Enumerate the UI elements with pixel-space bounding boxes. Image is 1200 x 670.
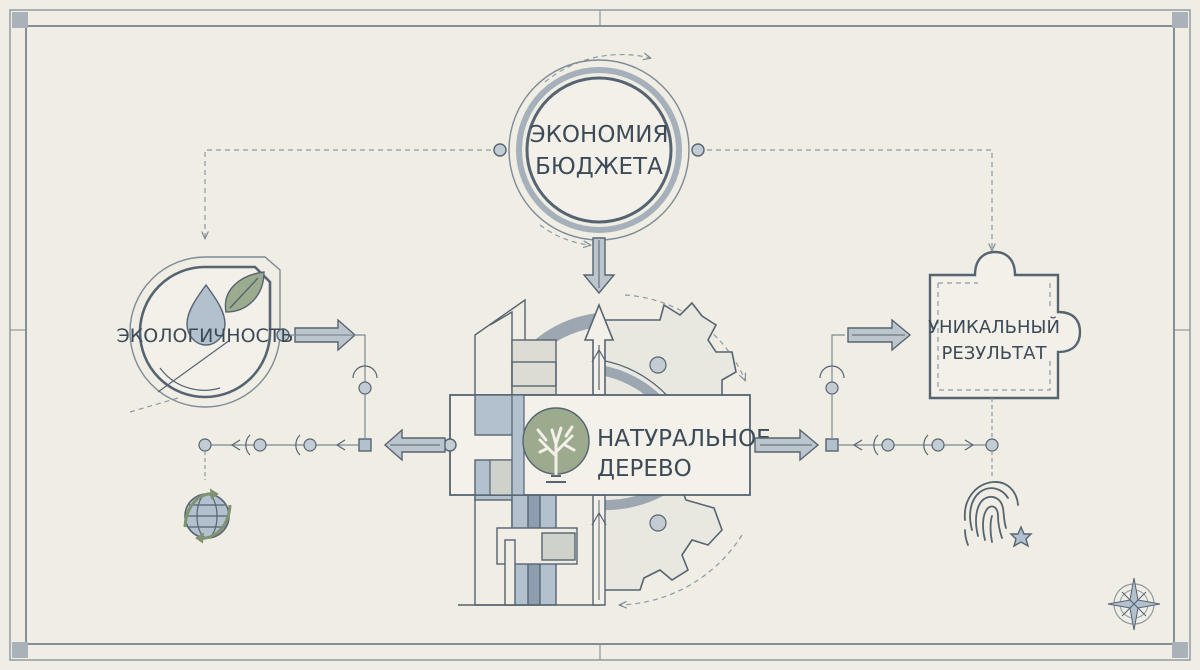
budget-label-line2: БЮДЖЕТА [535,154,663,180]
ecology-port [276,328,290,342]
tree-icon [522,407,590,484]
blueprint-frame [9,9,1191,661]
up-arrow [583,302,615,606]
puzzle-piece-icon [928,250,1082,400]
gear-bolt-top [649,356,667,374]
globe-recycle-icon [183,488,232,544]
budget-middle-ring [516,67,682,233]
compass-rose-icon [1107,577,1161,631]
unique-label-line2: РЕЗУЛЬТАТ [942,343,1048,364]
frame-corner-marks [12,12,1188,658]
wood-left-port [443,438,457,452]
gear-bolt-bottom [649,514,667,532]
center-graphic: НАТУРАЛЬНОЕ ДЕРЕВО [443,298,771,606]
budget-label-line1: ЭКОНОМИЯ [530,122,669,148]
budget-left-port [493,143,507,157]
ecology-outer-ring [129,256,281,408]
ecology-node: ЭКОЛОГИЧНОСТЬ [117,256,294,408]
budget-inner-ring [525,76,673,224]
left-connections [198,318,446,480]
water-drop-leaf-icon [157,271,265,393]
unique-label-line1: УНИКАЛЬНЫЙ [928,316,1060,338]
down-arrow [582,237,616,295]
unique-node: УНИКАЛЬНЫЙ РЕЗУЛЬТАТ [928,250,1082,400]
budget-right-port [691,143,705,157]
wood-label-line2: ДЕРЕВО [597,456,692,482]
dashed-connectors [129,55,992,605]
right-connections [754,318,999,478]
ecology-label: ЭКОЛОГИЧНОСТЬ [117,325,294,347]
budget-node: ЭКОНОМИЯ БЮДЖЕТА [493,59,705,241]
fingerprint-star-icon [963,481,1033,548]
wood-label-line1: НАТУРАЛЬНОЕ [597,426,771,452]
